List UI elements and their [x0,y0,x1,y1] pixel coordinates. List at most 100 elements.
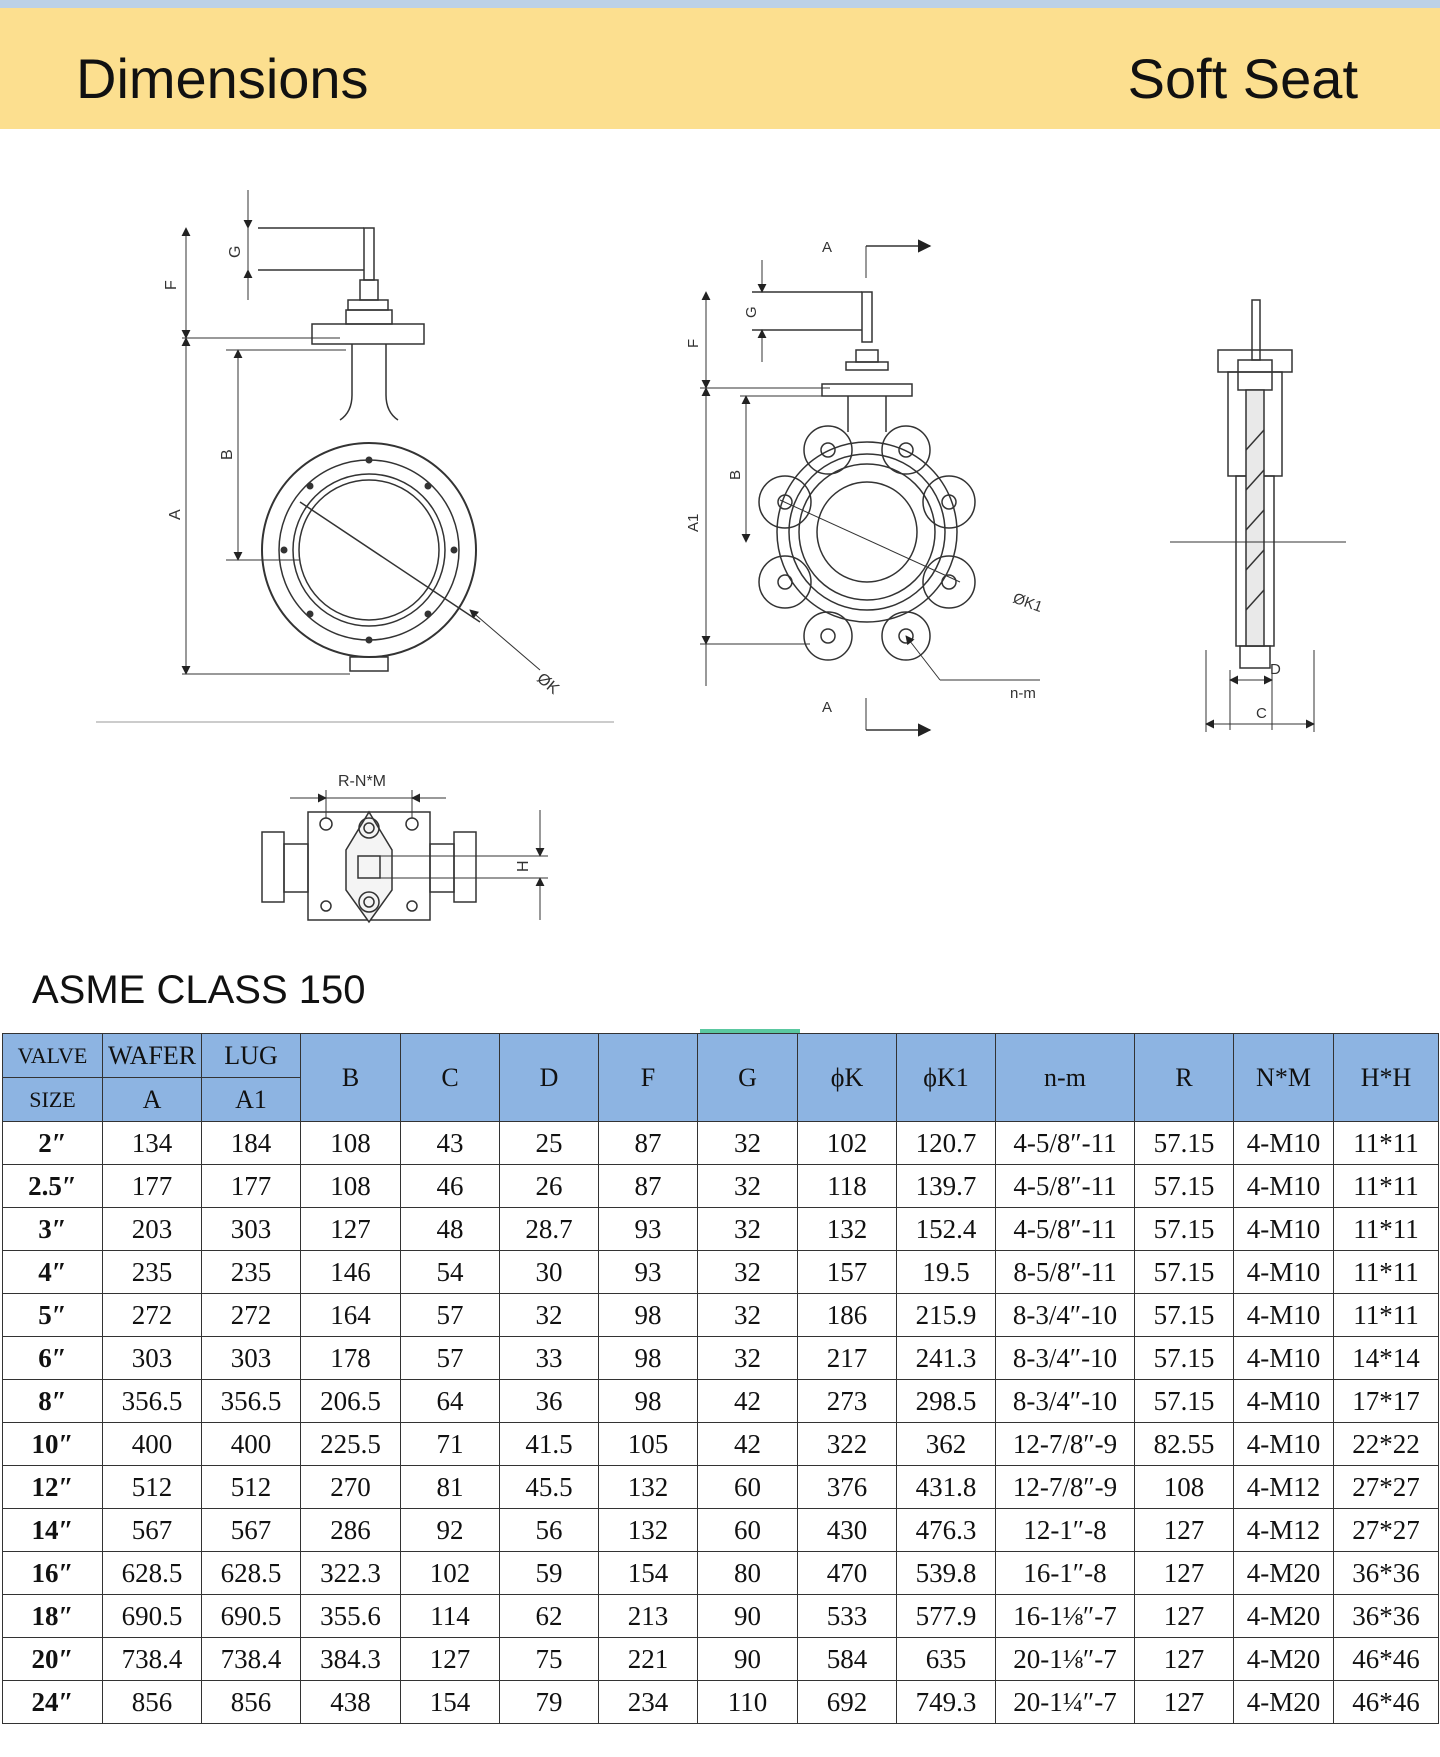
valve-size-cell: 14″ [2,1508,103,1552]
table-cell: 87 [598,1164,698,1208]
th-k: ϕK [797,1033,897,1122]
top-flange-view [261,790,548,924]
table-cell: 32 [697,1121,798,1165]
table-cell: 57 [400,1336,500,1380]
top-dim-labels: R-N*M H [338,773,532,872]
table-cell: 32 [697,1164,798,1208]
table-cell: 132 [598,1508,698,1552]
valve-size-cell: 24″ [2,1680,103,1724]
table-cell: 177 [201,1164,301,1208]
valve-size-cell: 16″ [2,1551,103,1595]
table-cell: 108 [1134,1465,1234,1509]
table-cell: 178 [300,1336,401,1380]
table-cell: 46 [400,1164,500,1208]
th-d: D [499,1033,599,1122]
table-cell: 57.15 [1134,1207,1234,1251]
dim-label-b: B [219,449,236,460]
th-size: SIZE [2,1077,103,1122]
table-cell: 272 [201,1293,301,1337]
lug-label-nm: n-m [1010,685,1036,702]
table-cell: 60 [697,1508,798,1552]
lug-ears [758,425,976,661]
table-cell: 4-5/8″-11 [995,1207,1135,1251]
table-cell: 11*11 [1333,1293,1439,1337]
page-title: Dimensions [76,47,369,110]
table-cell: 28.7 [499,1207,599,1251]
table-cell: 235 [102,1250,202,1294]
table-cell: 17*17 [1333,1379,1439,1423]
table-cell: 4-M20 [1233,1637,1334,1681]
table-cell: 32 [697,1336,798,1380]
table-cell: 16-1⅛″-7 [995,1594,1135,1638]
table-cell: 120.7 [896,1121,996,1165]
table-cell: 355.6 [300,1594,401,1638]
table-cell: 127 [1134,1680,1234,1724]
technical-drawings: F G A B ØK [96,190,1346,924]
table-cell: 98 [598,1336,698,1380]
table-cell: 154 [598,1551,698,1595]
table-cell: 4-M10 [1233,1336,1334,1380]
table-cell: 98 [598,1379,698,1423]
table-cell: 692 [797,1680,897,1724]
side-dim-labels: D C [1256,661,1281,722]
table-cell: 286 [300,1508,401,1552]
table-cell: 856 [102,1680,202,1724]
table-cell: 213 [598,1594,698,1638]
table-cell: 127 [1134,1594,1234,1638]
lug-label-a-top: A [822,239,832,256]
dim-label-a: A [167,509,184,520]
table-cell: 64 [400,1379,500,1423]
table-cell: 4-M10 [1233,1250,1334,1294]
table-cell: 36 [499,1379,599,1423]
dim-label-g: G [227,246,244,258]
table-cell: 362 [896,1422,996,1466]
table-cell: 4-M20 [1233,1594,1334,1638]
lug-label-f: F [685,339,702,348]
valve-size-cell: 3″ [2,1207,103,1251]
table-cell: 4-5/8″-11 [995,1164,1135,1208]
table-cell: 87 [598,1121,698,1165]
table-cell: 79 [499,1680,599,1724]
table-cell: 90 [697,1594,798,1638]
top-border [0,0,1440,8]
table-cell: 272 [102,1293,202,1337]
valve-size-cell: 12″ [2,1465,103,1509]
valve-size-cell: 5″ [2,1293,103,1337]
lug-label-g: G [743,306,760,318]
table-cell: 36*36 [1333,1551,1439,1595]
table-cell: 57.15 [1134,1250,1234,1294]
table-cell: 376 [797,1465,897,1509]
header-row-1: VALVE WAFER LUG B C D F G ϕK ϕK1 n-m R N… [2,1033,1439,1122]
table-cell: 4-M12 [1233,1508,1334,1552]
table-cell: 567 [201,1508,301,1552]
lug-front-view [700,239,1040,737]
table-cell: 132 [797,1207,897,1251]
table-cell: 139.7 [896,1164,996,1208]
table-cell: 32 [697,1293,798,1337]
valve-size-cell: 4″ [2,1250,103,1294]
th-b: B [300,1033,401,1122]
table-cell: 25 [499,1121,599,1165]
table-cell: 80 [697,1551,798,1595]
table-cell: 16-1″-8 [995,1551,1135,1595]
table-cell: 146 [300,1250,401,1294]
table-cell: 30 [499,1250,599,1294]
table-cell: 431.8 [896,1465,996,1509]
table-cell: 27*27 [1333,1465,1439,1509]
table-cell: 105 [598,1422,698,1466]
table-cell: 11*11 [1333,1121,1439,1165]
table-cell: 400 [201,1422,301,1466]
table-cell: 110 [697,1680,798,1724]
table-cell: 628.5 [102,1551,202,1595]
table-cell: 584 [797,1637,897,1681]
th-g: G [697,1033,798,1122]
table-cell: 186 [797,1293,897,1337]
table-cell: 567 [102,1508,202,1552]
table-cell: 127 [400,1637,500,1681]
table-cell: 57.15 [1134,1336,1234,1380]
